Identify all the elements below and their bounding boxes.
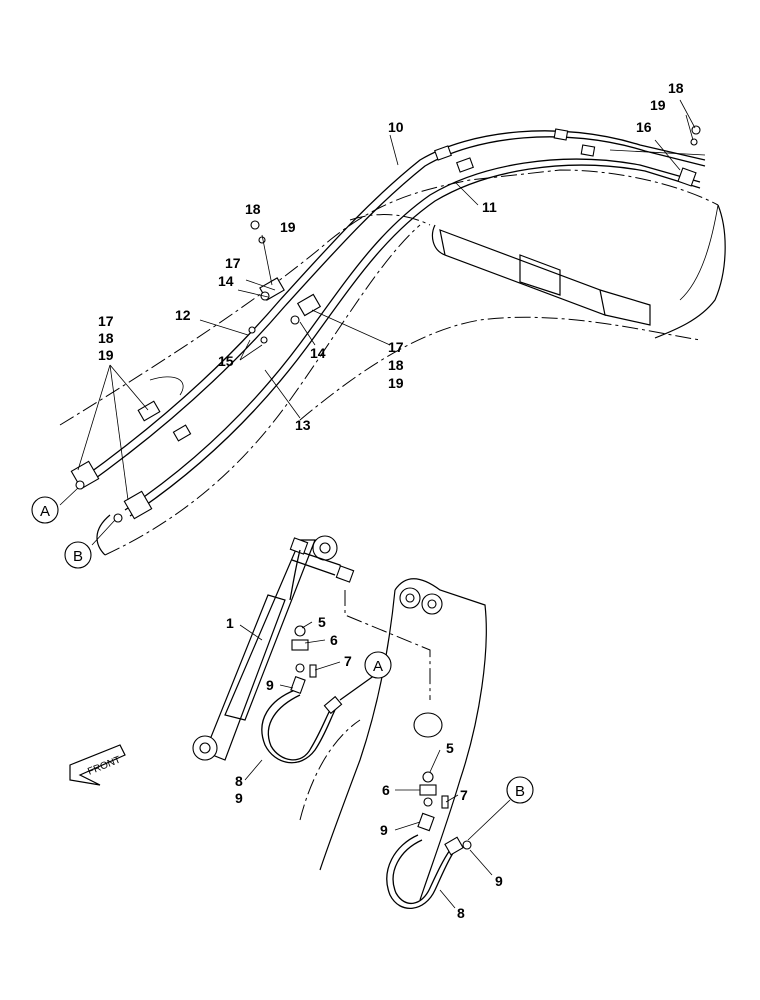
callout-7-b: 7 <box>460 787 468 803</box>
callout-11: 11 <box>482 199 497 215</box>
hose-8-lower <box>386 771 511 910</box>
callout-17-c: 17 <box>98 313 114 329</box>
leader-lines-upper <box>59 99 706 546</box>
callout-6-b: 6 <box>382 782 390 798</box>
hose-8-upper <box>261 625 376 764</box>
callout-16: 16 <box>636 119 652 135</box>
callout-6-a: 6 <box>330 632 338 648</box>
boom-pipes <box>79 130 706 517</box>
callout-5-b: 5 <box>446 740 454 756</box>
callout-9-d: 9 <box>495 873 503 889</box>
callout-10: 10 <box>388 119 404 135</box>
callout-14-b: 14 <box>310 345 326 361</box>
ref-a-upper: A <box>40 503 50 520</box>
ref-b-upper: B <box>73 548 83 565</box>
callout-9-a: 9 <box>266 677 274 693</box>
ref-circle-a-upper: A <box>31 496 59 524</box>
ref-circle-b-lower: B <box>506 776 534 804</box>
callout-19-d: 19 <box>650 97 666 113</box>
callout-19-b: 19 <box>388 375 404 391</box>
callout-18-a: 18 <box>245 201 261 217</box>
callouts: 10 11 12 13 14 14 15 16 17 17 18 19 17 1… <box>98 80 684 921</box>
callout-18-c: 18 <box>98 330 114 346</box>
callout-9-b: 9 <box>235 790 243 806</box>
callout-1: 1 <box>226 615 234 631</box>
callout-5-a: 5 <box>318 614 326 630</box>
callout-17-a: 17 <box>225 255 241 271</box>
front-arrow: FRONT <box>69 744 126 786</box>
boom-cylinder <box>431 224 651 326</box>
ref-b-lower: B <box>515 783 525 800</box>
callout-19-c: 19 <box>98 347 114 363</box>
callout-9-c: 9 <box>380 822 388 838</box>
callout-14-a: 14 <box>218 273 234 289</box>
callout-17-b: 17 <box>388 339 404 355</box>
callout-19-a: 19 <box>280 219 296 235</box>
callout-18-b: 18 <box>388 357 404 373</box>
arm-outline <box>299 578 487 901</box>
ref-circle-a-lower: A <box>364 651 392 679</box>
callout-8-a: 8 <box>235 773 243 789</box>
callout-12: 12 <box>175 307 191 323</box>
callout-13: 13 <box>295 417 311 433</box>
ref-circle-b-upper: B <box>64 541 92 569</box>
callout-15: 15 <box>218 353 234 369</box>
callout-7-a: 7 <box>344 653 352 669</box>
leader-lines-lower <box>239 621 493 909</box>
arm-cylinder <box>192 535 355 761</box>
ref-a-lower: A <box>373 658 383 675</box>
callout-8-b: 8 <box>457 905 465 921</box>
front-label: FRONT <box>86 755 122 778</box>
callout-18-d: 18 <box>668 80 684 96</box>
